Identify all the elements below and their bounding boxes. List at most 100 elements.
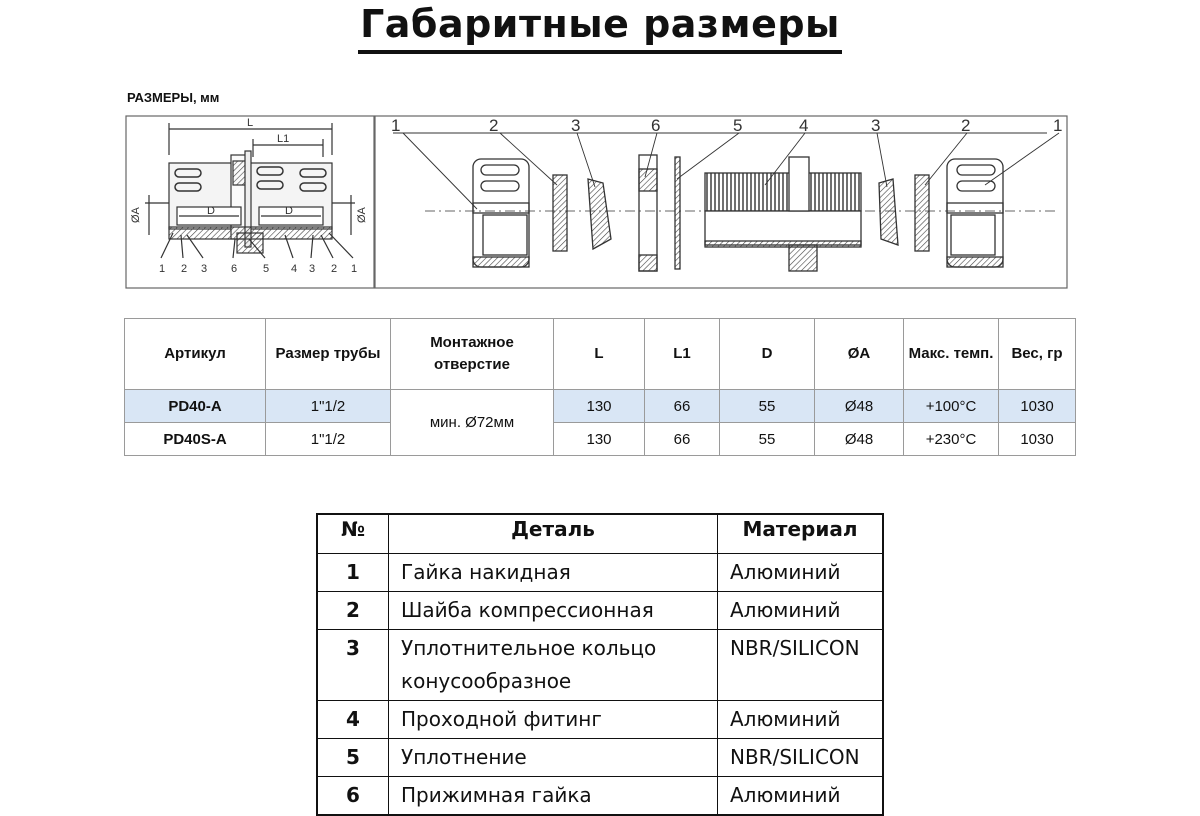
part-3-right [878,178,899,246]
assembly-part-number: 5 [263,263,269,275]
part-num: 5 [316,738,389,777]
part-2-left [552,174,568,252]
header-A: ØA [814,318,904,390]
part-num: 3 [316,629,389,701]
part-detail: Прижимная гайка [388,776,718,816]
part-detail: Шайба компрессионная [388,591,718,630]
cell-temp: +100°C [903,389,999,423]
dim-L-label: L [247,117,253,129]
exploded-part-number: 3 [871,116,880,135]
spec-table: Артикул Размер трубы Монтажное отверстие… [124,318,1076,456]
assembly-part-number: 1 [159,263,165,275]
header-D: D [719,318,815,390]
header-temp: Макс. темп. [903,318,999,390]
cell-D: 55 [719,389,815,423]
assembly-view [145,123,355,259]
header-L1: L1 [644,318,720,390]
assembly-part-number: 6 [231,263,237,275]
dim-D-left-label: D [207,205,215,217]
assembly-part-number: 4 [291,263,297,275]
part-6 [638,154,658,272]
part-detail: Уплотнительное кольцо конусообразное [388,629,718,701]
exploded-part-number: 6 [651,116,660,135]
cell-pipe: 1"1/2 [265,389,391,423]
part-detail: Уплотнение [388,738,718,777]
exploded-part-number: 3 [571,116,580,135]
exploded-view [393,132,1060,272]
cell-A: Ø48 [814,422,904,456]
header-material: Материал [717,513,884,554]
header-num: № [316,513,389,554]
exploded-part-number: 1 [391,116,400,135]
cell-A: Ø48 [814,389,904,423]
header-pipe: Размер трубы [265,318,391,390]
assembly-part-number: 3 [201,263,207,275]
cell-pipe: 1"1/2 [265,422,391,456]
assembly-part-number: 3 [309,263,315,275]
assembly-part-number: 1 [351,263,357,275]
cell-L1: 66 [644,422,720,456]
part-1-left [472,158,530,268]
table-row: PD40S-A 1"1/2 130 66 55 Ø48 +230°C 1030 [124,422,1076,456]
cell-L: 130 [553,389,645,423]
part-num: 2 [316,591,389,630]
exploded-part-number: 4 [799,116,808,135]
part-num: 4 [316,700,389,739]
part-material: NBR/SILICON [717,738,884,777]
part-detail: Проходной фитинг [388,700,718,739]
exploded-part-number: 2 [961,116,970,135]
table-row: PD40-A 1"1/2 мин. Ø72мм 130 66 55 Ø48 +1… [124,389,1076,456]
header-L: L [553,318,645,390]
part-detail: Гайка накидная [388,553,718,592]
dim-A-right-label: ØA [356,206,368,223]
part-material: NBR/SILICON [717,629,884,701]
part-4 [704,156,862,272]
dimensions-label: РАЗМЕРЫ, мм [127,90,220,105]
cell-L: 130 [553,422,645,456]
dim-L1-label: L1 [277,133,289,145]
cell-temp: +230°C [903,422,999,456]
header-mount: Монтажное отверстие [390,318,554,390]
part-3-left [587,178,612,251]
cell-weight: 1030 [998,389,1076,423]
cell-mount: мин. Ø72мм [390,389,554,456]
assembly-frame [125,115,375,289]
cell-article: PD40-A [124,389,266,423]
part-material: Алюминий [717,591,884,630]
header-detail: Деталь [388,513,718,554]
cell-article: PD40S-A [124,422,266,456]
cell-D: 55 [719,422,815,456]
assembly-part-number: 2 [331,263,337,275]
cell-L1: 66 [644,389,720,423]
page-title-wrap: Габаритные размеры [0,2,1200,54]
part-material: Алюминий [717,553,884,592]
part-num: 6 [316,776,389,816]
exploded-part-number: 5 [733,116,742,135]
part-2-right [914,174,930,252]
header-weight: Вес, гр [998,318,1076,390]
part-num: 1 [316,553,389,592]
parts-header-row: № Деталь Материал [316,513,884,554]
part-1-right [946,158,1004,268]
exploded-part-number: 2 [489,116,498,135]
page-title: Габаритные размеры [358,2,842,54]
part-5 [674,156,681,270]
part-material: Алюминий [717,700,884,739]
cell-weight: 1030 [998,422,1076,456]
assembly-part-number: 2 [181,263,187,275]
exploded-frame [374,115,1068,289]
part-material: Алюминий [717,776,884,816]
spec-header-row: Артикул Размер трубы Монтажное отверстие… [124,318,1076,390]
dim-A-left-label: ØA [130,206,142,223]
header-article: Артикул [124,318,266,390]
